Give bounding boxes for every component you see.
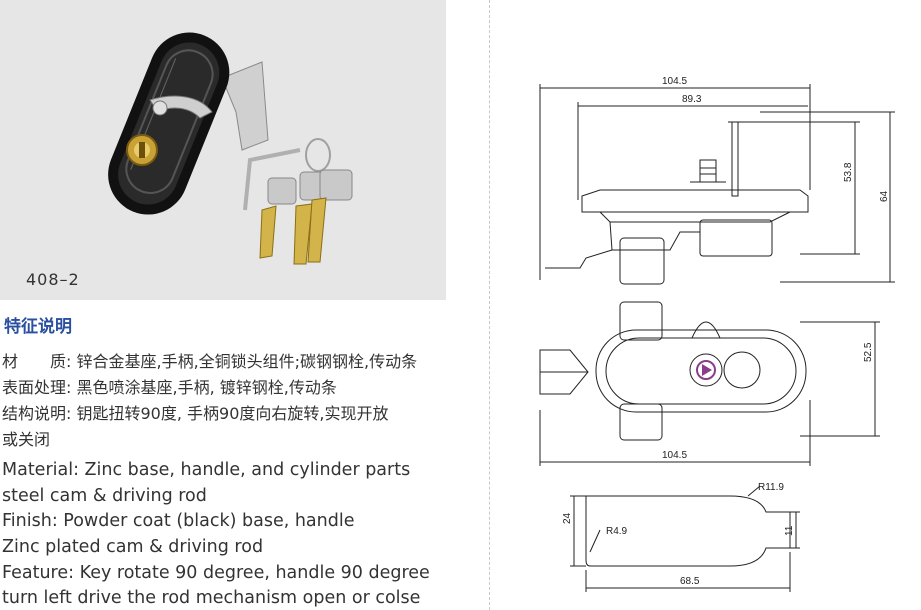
cn-material-line: 材 质: 锌合金基座,手柄,全铜锁头组件;碳钢钢栓,传动条 xyxy=(2,352,418,371)
key-slot-icon xyxy=(696,360,716,380)
en-feature-line: Feature: Key rotate 90 degree, handle 90… xyxy=(2,563,430,583)
dim-cam-tip-width: 11 xyxy=(784,525,795,536)
dim-cam-radius-small: R4.9 xyxy=(606,526,628,537)
dim-cam-height: 24 xyxy=(562,512,573,524)
dim-side-inner: 89.3 xyxy=(682,94,702,105)
dim-top-length: 104.5 xyxy=(662,450,687,461)
model-number: 408–2 xyxy=(26,270,80,289)
cn-structure-line-cont: 或关闭 xyxy=(2,430,51,449)
product-photo: 408–2 xyxy=(0,0,446,300)
en-finish-line: Finish: Powder coat (black) base, handle xyxy=(2,511,355,531)
dim-side-overall: 104.5 xyxy=(662,76,687,87)
column-divider xyxy=(489,0,490,610)
en-material-line: Material: Zinc base, handle, and cylinde… xyxy=(2,460,411,480)
en-material-line-cont: steel cam & driving rod xyxy=(2,486,207,506)
cn-structure-line: 结构说明: 钥匙扭转90度, 手柄90度向右旋转,实现开放 xyxy=(2,404,389,423)
dim-side-height-total: 64 xyxy=(879,190,890,202)
features-title: 特征说明 xyxy=(4,317,72,337)
cn-finish-line: 表面处理: 黑色喷涂基座,手柄, 镀锌钢栓,传动条 xyxy=(2,378,337,397)
en-finish-line-cont: Zinc plated cam & driving rod xyxy=(2,537,264,557)
en-feature-line-cont: turn left drive the rod mechanism open o… xyxy=(2,588,421,608)
lock-and-keys-illustration xyxy=(108,32,353,265)
dim-cam-length: 68.5 xyxy=(680,576,700,587)
dim-top-width: 52.5 xyxy=(863,342,874,362)
dim-cam-radius-large: R11.9 xyxy=(758,482,784,493)
dim-side-height-inner: 53.8 xyxy=(843,162,854,182)
